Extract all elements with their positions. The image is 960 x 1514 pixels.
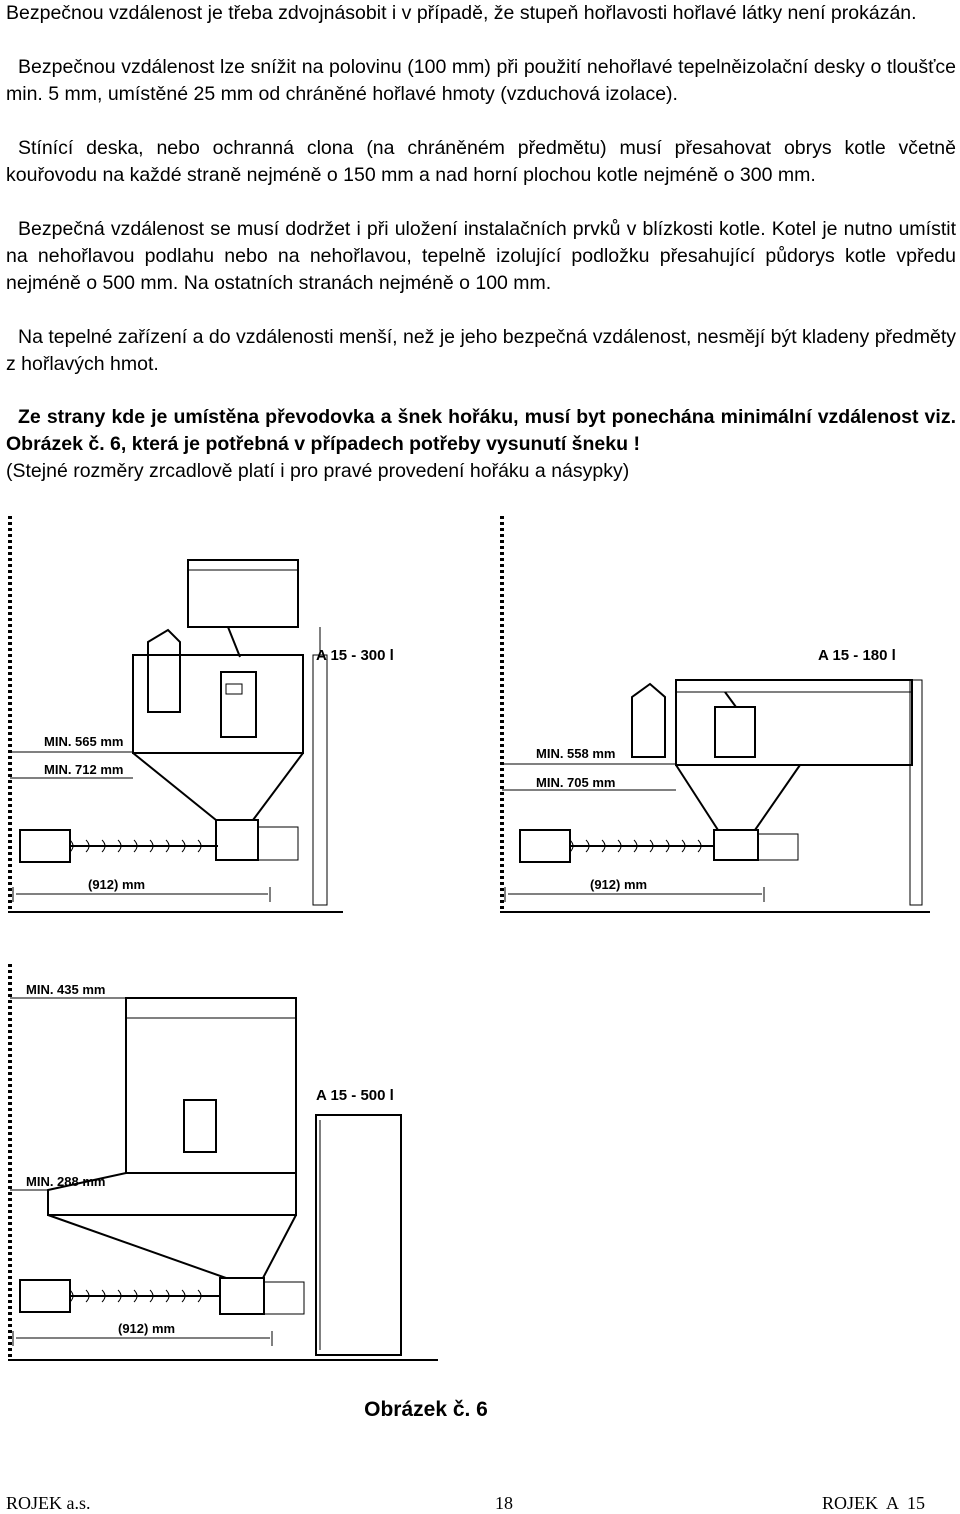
min-b-label: MIN. 712 mm bbox=[44, 762, 123, 777]
diagram-500l: A 15 - 500 l MIN. 435 mm MIN. 288 mm (91… bbox=[8, 964, 438, 1361]
footer-product: ROJEK A 15 bbox=[822, 1493, 926, 1513]
model-label: A 15 - 180 l bbox=[818, 647, 896, 664]
diagram-180l: A 15 - 180 l MIN. 558 mm MIN. 705 mm (91… bbox=[500, 516, 930, 913]
paragraph-3: Stínící deska, nebo ochranná clona (na c… bbox=[6, 137, 956, 186]
paragraph-2: Bezpečnou vzdálenost lze snížit na polov… bbox=[6, 56, 956, 105]
dim-label: (912) mm bbox=[88, 877, 145, 892]
paragraph-4: Bezpečná vzdálenost se musí dodržet i př… bbox=[6, 218, 956, 294]
paragraph-1: Bezpečnou vzdálenost je třeba zdvojnásob… bbox=[6, 2, 917, 24]
min-b-label: MIN. 705 mm bbox=[536, 775, 615, 790]
min-b-label: MIN. 288 mm bbox=[26, 1174, 105, 1189]
notice-bold: Ze strany kde je umístěna převodovka a š… bbox=[6, 406, 956, 455]
dim-label: (912) mm bbox=[590, 877, 647, 892]
dim-label: (912) mm bbox=[118, 1321, 175, 1336]
min-a-label: MIN. 435 mm bbox=[26, 982, 105, 997]
model-label: A 15 - 300 l bbox=[316, 647, 394, 664]
figure-caption: Obrázek č. 6 bbox=[364, 1398, 488, 1421]
notice-normal: (Stejné rozměry zrcadlově platí i pro pr… bbox=[6, 460, 630, 482]
min-a-label: MIN. 558 mm bbox=[536, 746, 615, 761]
footer-page-number: 18 bbox=[495, 1493, 513, 1513]
diagram-300l: A 15 - 300 l MIN. 565 mm MIN. 712 mm (91… bbox=[8, 516, 394, 913]
footer-company: ROJEK a.s. bbox=[6, 1493, 91, 1513]
model-label: A 15 - 500 l bbox=[316, 1087, 394, 1104]
min-a-label: MIN. 565 mm bbox=[44, 734, 123, 749]
paragraph-5: Na tepelné zařízení a do vzdálenosti men… bbox=[6, 326, 956, 375]
